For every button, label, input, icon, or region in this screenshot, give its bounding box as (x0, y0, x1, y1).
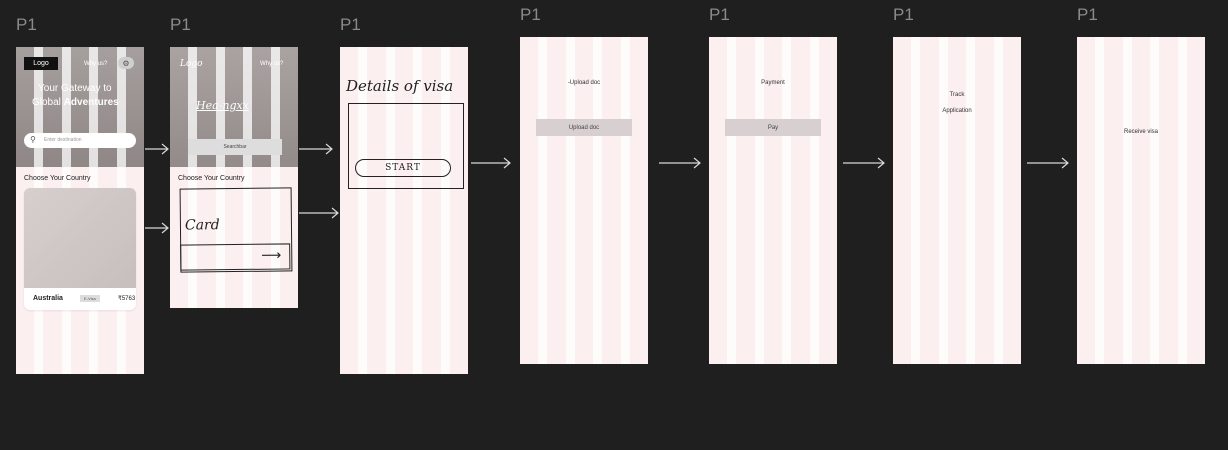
page-title: Details of visa (346, 77, 454, 95)
search-bar[interactable]: Searchbar (188, 139, 282, 155)
track-label: Track (949, 92, 965, 98)
screen-home[interactable]: Logo Why us? ⚙ Your Gateway to Global Ad… (16, 47, 144, 374)
layout-grid (893, 37, 1021, 364)
scribbled-heading: Hea-ngxx (196, 99, 249, 112)
screen-upload[interactable]: -Upload doc Upload doc (520, 37, 648, 364)
country-price: ₹5763 (118, 296, 136, 302)
frame-label[interactable]: P1 (340, 15, 361, 34)
frame-label[interactable]: P1 (709, 5, 730, 24)
screen-visa-details[interactable]: Details of visa START (340, 47, 468, 374)
settings-icon[interactable]: ⚙ (118, 57, 134, 69)
flow-arrow (145, 222, 169, 234)
frame-label[interactable]: P1 (520, 5, 541, 24)
pay-button[interactable]: Pay (725, 119, 821, 136)
country-card[interactable]: Australia E-Visa ₹5763 (24, 188, 136, 310)
section-title: Choose Your Country (24, 175, 91, 182)
country-card-image (24, 188, 136, 288)
start-button-label: START (385, 163, 421, 173)
upload-doc-label: -Upload doc (567, 80, 601, 86)
flow-arrow (471, 157, 511, 169)
receive-visa-label: Receive visa (1123, 129, 1158, 135)
screen-payment[interactable]: Payment Pay (709, 37, 837, 364)
hero-title-line1: Your Gateway to (38, 83, 112, 94)
layout-grid (1077, 37, 1205, 364)
flow-arrow (299, 207, 339, 219)
frame-label[interactable]: P1 (893, 5, 914, 24)
layout-grid (709, 37, 837, 364)
search-input[interactable]: ⚲ Enter destination (24, 133, 136, 148)
frame-label[interactable]: P1 (1077, 5, 1098, 24)
screen-sketch[interactable]: Logo Why us? Hea-ngxx Searchbar Choose Y… (170, 47, 298, 308)
screen-receive[interactable]: Receive visa (1077, 37, 1205, 364)
why-us-link[interactable]: Why us? (84, 61, 108, 67)
flow-arrow (843, 157, 885, 169)
layout-grid (340, 47, 468, 374)
details-box-sketch: START (348, 103, 464, 189)
hero-title-adventures: Adventures (63, 97, 119, 108)
search-placeholder: Enter destination (44, 137, 82, 143)
card-label: Card (184, 217, 220, 234)
arrow-right-icon[interactable]: ⟶ (261, 246, 282, 263)
hero-title-line2: Global Adventures (32, 97, 119, 108)
search-icon: ⚲ (30, 135, 36, 144)
flow-arrow (1027, 157, 1069, 169)
section-title: Choose Your Country (178, 175, 245, 182)
flow-arrow (145, 143, 169, 155)
start-button[interactable]: START (355, 159, 451, 177)
flow-arrow (659, 157, 701, 169)
frame-label[interactable]: P1 (170, 15, 191, 34)
layout-grid (520, 37, 648, 364)
country-name: Australia (33, 295, 63, 302)
application-label: Application (942, 108, 972, 114)
flow-arrow (299, 143, 333, 155)
logo[interactable]: Logo (180, 59, 203, 69)
screen-track[interactable]: Track Application (893, 37, 1021, 364)
card-footer-sketch: ⟶ (180, 243, 291, 271)
logo[interactable]: Logo (24, 57, 58, 70)
hero-title-global: Global (32, 97, 64, 108)
card-sketch[interactable]: Card ⟶ (179, 187, 293, 273)
frame-label[interactable]: P1 (16, 15, 37, 34)
upload-doc-button[interactable]: Upload doc (536, 119, 632, 136)
payment-label: Payment (761, 80, 785, 86)
why-us-link[interactable]: Why us? (260, 61, 284, 67)
visa-badge: E-Visa (80, 295, 100, 302)
